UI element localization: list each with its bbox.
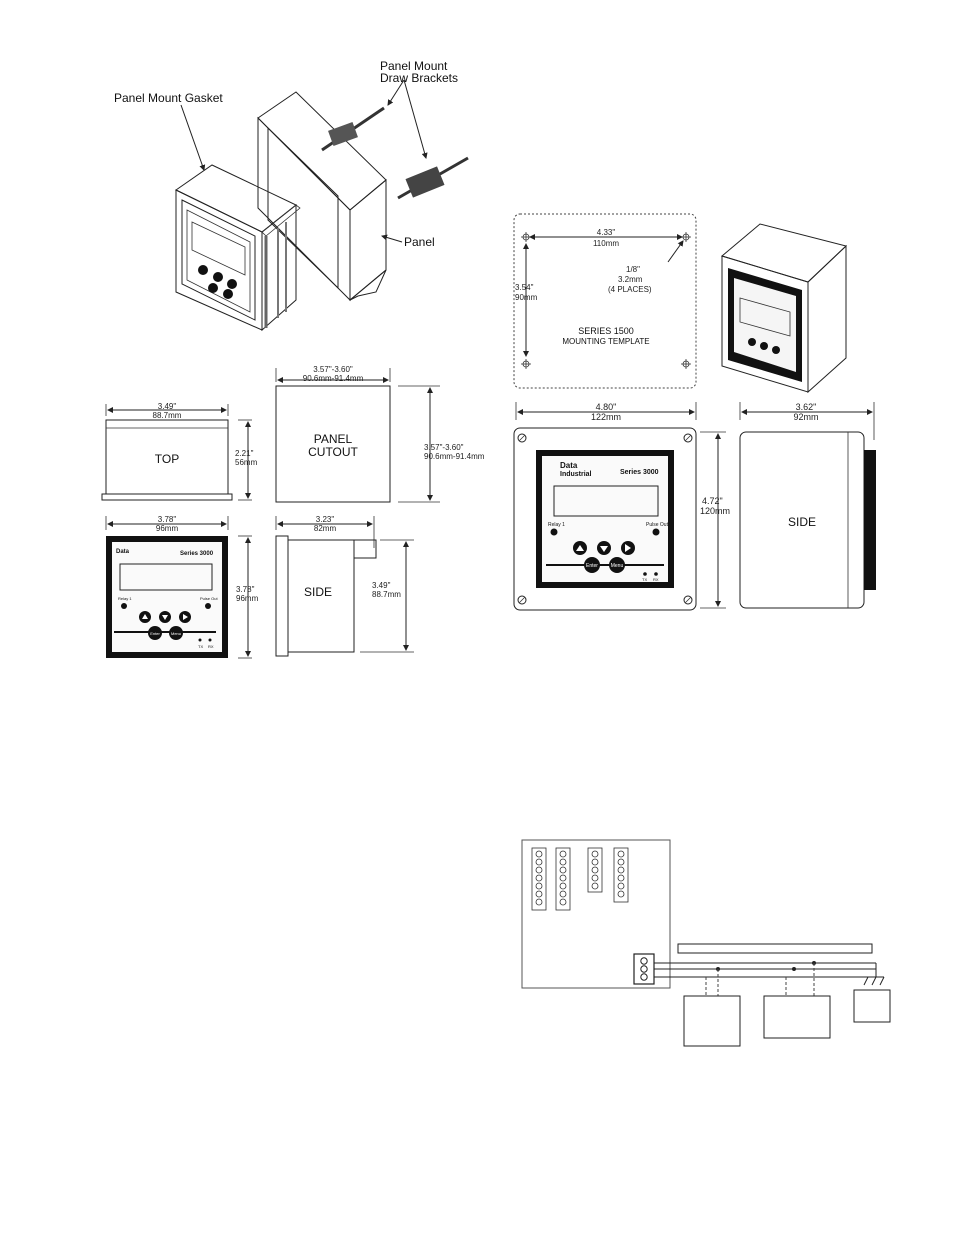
draw-bracket-upper [321, 106, 385, 152]
enclosure-front-height-mm: 120mm [700, 506, 730, 516]
side-height: 3.49" [372, 581, 391, 590]
enclosure-side-label: SIDE [788, 515, 816, 529]
brackets-label-2: Draw Brackets [380, 71, 458, 85]
rx-label-small: RX [208, 644, 214, 649]
wiring-diagram [521, 839, 891, 1047]
network-connector [633, 953, 655, 985]
top-view: 3.49" 88.7mm TOP 2.21" 56mm [101, 402, 258, 501]
draw-bracket-lower [397, 156, 469, 200]
side-depth-mm: 82mm [314, 524, 337, 533]
tx-label-small: TX [198, 644, 203, 649]
template-height: 3.54" [515, 283, 534, 292]
brackets-label-1: Panel Mount [380, 59, 448, 73]
terminal-strip-4 [613, 847, 629, 903]
hole-places: (4 PLACES) [608, 285, 652, 294]
meter-body [175, 164, 301, 332]
exploded-view: Panel Mount Gasket Panel Mount Draw Brac… [114, 59, 469, 332]
enclosure-side-depth-mm: 92mm [793, 412, 818, 422]
side-depth: 3.23" [316, 515, 335, 524]
bracket-leader-2 [403, 79, 428, 159]
terminal-strip-1 [531, 847, 547, 911]
template-width-mm: 110mm [593, 239, 619, 248]
top-width: 3.49" [158, 402, 177, 411]
enclosure-iso [720, 223, 848, 394]
template-width: 4.33" [597, 228, 616, 237]
terminal-strip-2 [555, 847, 571, 911]
cutout-height: 3.57"-3.60" [424, 443, 464, 452]
cutout-label-2: CUTOUT [308, 445, 358, 459]
tx-label: TX [642, 577, 647, 582]
bracket-leader-1 [387, 79, 405, 106]
cutout-height-mm: 90.6mm-91.4mm [424, 452, 485, 461]
front-view-small: 3.78" 96mm Data Series 3000 Relay 1 Puls… [105, 515, 259, 659]
shield-bar [677, 943, 873, 954]
menu-button-small[interactable] [169, 626, 183, 640]
top-label: TOP [155, 452, 179, 466]
rx-label: RX [653, 577, 659, 582]
brand-text-1: Data [560, 461, 578, 470]
series-text: Series 3000 [620, 469, 659, 476]
enclosure-front-height: 4.72" [702, 496, 723, 506]
relay-label: Relay 1 [548, 522, 565, 528]
pulse-label: Pulse Out [646, 522, 669, 528]
ground-box [853, 989, 891, 1023]
series-text-small: Series 3000 [180, 551, 214, 557]
terminal-strip-3 [587, 847, 603, 893]
gasket-label: Panel Mount Gasket [114, 91, 223, 105]
device-box-1 [683, 995, 741, 1047]
cutout-width-mm: 90.6mm-91.4mm [303, 374, 364, 383]
menu-button[interactable] [609, 557, 625, 573]
panel-leader [381, 234, 403, 243]
cutout-width: 3.57"-3.60" [313, 365, 353, 374]
menu-label: Menu [611, 563, 624, 569]
top-width-mm: 88.7mm [153, 411, 182, 420]
template-label-1: SERIES 1500 [578, 326, 634, 336]
panel-frame [257, 91, 387, 302]
brand-text-small: Data [116, 549, 130, 555]
front-width-mm: 96mm [156, 524, 179, 533]
top-depth-mm: 56mm [235, 458, 258, 467]
lcd-display [553, 485, 659, 517]
top-depth: 2.21" [235, 449, 254, 458]
side-label-small: SIDE [304, 585, 332, 599]
enter-button-small[interactable] [148, 626, 162, 640]
panel-cutout-view: 3.57"-3.60" 90.6mm-91.4mm PANEL CUTOUT 3… [275, 365, 485, 503]
enclosure-front-view: 4.80" 122mm Data Industrial Series 3000 … [513, 402, 730, 611]
template-height-mm: 90mm [515, 293, 538, 302]
menu-label-small: Menu [171, 631, 181, 636]
enclosure-side-view: 3.62" 92mm SIDE [739, 402, 876, 609]
pulse-label-small: Pulse Out [200, 596, 218, 601]
enter-label-small: Enter [150, 631, 160, 636]
side-height-mm: 88.7mm [372, 590, 401, 599]
side-view-small: 3.23" 82mm SIDE 3.49" 88.7mm [275, 515, 414, 657]
front-width: 3.78" [158, 515, 177, 524]
template-label-2: MOUNTING TEMPLATE [562, 337, 649, 346]
lcd-display-small [119, 563, 213, 591]
device-box-2 [763, 995, 831, 1039]
panel-label: Panel [404, 235, 435, 249]
gasket-leader [180, 104, 206, 171]
hole-size-mm: 3.2mm [618, 275, 643, 284]
relay-label-small: Relay 1 [118, 596, 132, 601]
enter-button[interactable] [584, 557, 600, 573]
enclosure-front-width-mm: 122mm [591, 412, 621, 422]
mounting-template: 4.33" 110mm 3.54" 90mm 1/8" 3.2mm (4 PLA… [513, 213, 697, 389]
front-height: 3.78" [236, 585, 255, 594]
cutout-label-1: PANEL [314, 432, 353, 446]
enclosure-side-depth: 3.62" [796, 402, 817, 412]
enclosure-front-width: 4.80" [596, 402, 617, 412]
enter-label: Enter [586, 563, 598, 569]
front-height-mm: 96mm [236, 594, 259, 603]
hole-size: 1/8" [626, 265, 640, 274]
brand-text-2: Industrial [560, 471, 592, 478]
